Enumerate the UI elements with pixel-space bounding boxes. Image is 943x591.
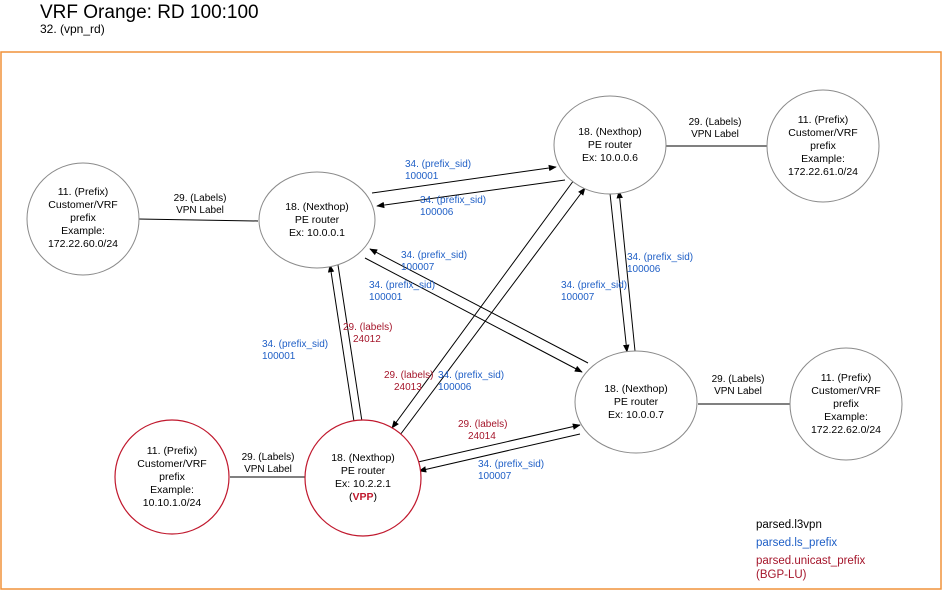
label-vpn-pfx10-vpp: 29. (Labels)VPN Label (242, 452, 295, 475)
label-sid-pe6-pe1: 34. (prefix_sid)100006 (420, 195, 486, 218)
edge-pfx60-pe1 (137, 218, 259, 222)
arrow-pe6-to-vpp (391, 179, 575, 429)
arrow-pe1-to-pe7 (364, 257, 583, 373)
arrow-vpp-to-pe7 (417, 423, 581, 463)
label-sid-pe1-pe7: 34. (prefix_sid)100001 (369, 280, 435, 303)
label-vpn-pfx60-pe1: 29. (Labels)VPN Label (174, 193, 227, 216)
label-sid-pe1-pe6: 34. (prefix_sid)100001 (405, 159, 471, 182)
label-vpn-pe7-pfx62: 29. (Labels)VPN Label (712, 374, 765, 397)
vpp-tag: VPP (352, 491, 373, 503)
label-sid-pe6-vpp: 34. (prefix_sid)100006 (438, 370, 504, 393)
label-lbl-vpp-pe7: 29. (labels)24014 (458, 419, 507, 442)
label-sid-pe7-pe1: 34. (prefix_sid)100007 (401, 250, 467, 273)
arrow-vpp-to-pe1 (327, 264, 356, 429)
arrow-pe6-to-pe1 (376, 179, 566, 209)
label-vpn-pe6-pfx61: 29. (Labels)VPN Label (689, 117, 742, 140)
svg-text:(VPP): (VPP) (349, 491, 377, 503)
arrow-pe7-to-pe6 (616, 190, 636, 352)
legend-l3vpn: parsed.l3vpn (756, 519, 822, 531)
diagram-title: VRF Orange: RD 100:100 (40, 2, 259, 23)
vpp-tag-close: ) (374, 491, 378, 503)
legend-bgp-lu: (BGP-LU) (756, 569, 807, 581)
legend-unicast-prefix: parsed.unicast_prefix (756, 555, 866, 567)
arrow-vpp-to-pe6 (399, 187, 586, 436)
label-sid-pe6-pe7: 34. (prefix_sid)100006 (627, 252, 693, 275)
label-lbl-pe1-vpp: 29. (labels)24012 (343, 322, 392, 345)
legend: parsed.l3vpn parsed.ls_prefix parsed.uni… (756, 519, 866, 581)
arrow-pe1-to-vpp (337, 264, 366, 429)
label-lbl-vpp-pe6: 29. (labels)24013 (384, 370, 433, 393)
arrow-pe7-to-vpp (418, 433, 581, 473)
diagram-subtitle: 32. (vpn_rd) (40, 22, 105, 36)
vrf-frame (0, 51, 942, 590)
arrow-pe6-to-pe7 (608, 183, 630, 353)
label-sid-vpp-pe1: 34. (prefix_sid)100001 (262, 339, 328, 362)
legend-ls-prefix: parsed.ls_prefix (756, 537, 837, 549)
vpp-tag-open: ( (349, 491, 353, 503)
arrow-pe1-to-pe6 (371, 164, 557, 194)
arrow-pe7-to-pe1 (369, 248, 589, 364)
label-sid-pe7-pe6: 34. (prefix_sid)100007 (561, 280, 627, 303)
label-sid-pe7-vpp: 34. (prefix_sid)100007 (478, 459, 544, 482)
